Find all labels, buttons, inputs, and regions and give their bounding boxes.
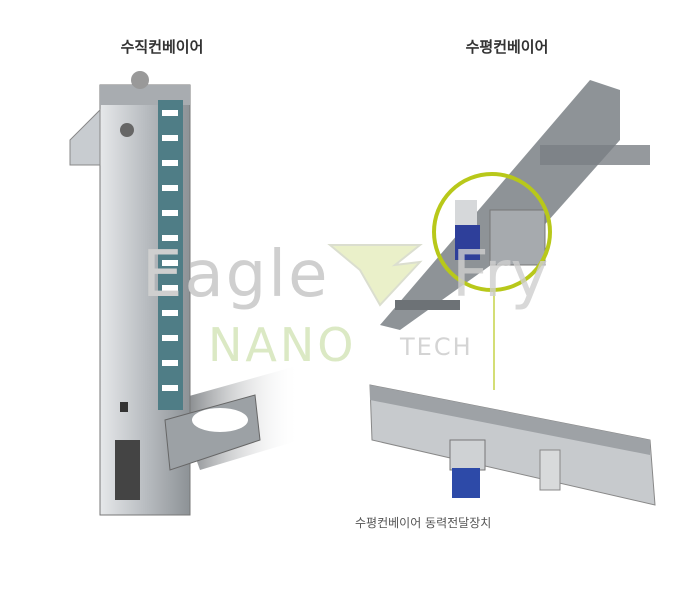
power-transmission-caption: 수평컨베이어 동력전달장치: [355, 516, 492, 530]
watermark-sub-main: NANO: [208, 318, 357, 372]
horizontal-conveyor-title: 수평컨베이어: [465, 38, 549, 56]
watermark-brand-right: Fry: [452, 238, 549, 312]
watermark-sub-suffix: TECH: [400, 333, 473, 361]
horizontal-conveyor-image: [369, 80, 656, 506]
vertical-conveyor-image: [69, 71, 300, 516]
vertical-conveyor-title: 수직컨베이어: [120, 38, 204, 56]
watermark-brand-left: Eagle: [142, 238, 330, 312]
